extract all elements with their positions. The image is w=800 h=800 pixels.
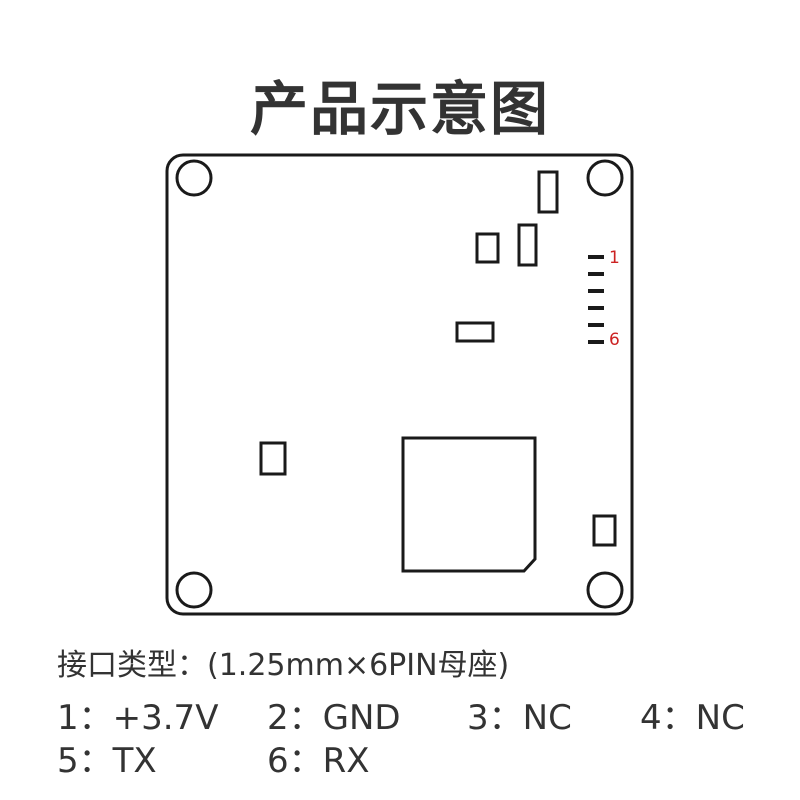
pin-label-4: 4：NC (640, 698, 745, 738)
mount-hole-top-right (586, 159, 624, 197)
pin-label-1: 1：+3.7V (57, 698, 219, 738)
header-pin-pad (588, 255, 604, 259)
pin-label-3: 3：NC (467, 698, 572, 738)
component-tall-top (537, 170, 559, 214)
header-pin-pad (588, 306, 604, 310)
header-pin-pad (588, 289, 604, 293)
header-pin-last-label: 6 (609, 330, 620, 350)
pin-label-2: 2：GND (267, 698, 401, 738)
pin-label-5: 5：TX (57, 741, 157, 781)
header-pin-pad (588, 323, 604, 327)
header-pin-first-label: 1 (609, 248, 620, 268)
component-bottom-right (592, 514, 617, 547)
header-pins (588, 255, 604, 344)
header-pin-pad (588, 340, 604, 344)
mount-hole-bottom-left (175, 571, 213, 609)
component-tall-mid (517, 223, 538, 267)
board-outline (165, 153, 634, 616)
mount-hole-bottom-right (586, 571, 624, 609)
header-pin-pad (588, 272, 604, 276)
pin-label-6: 6：RX (267, 741, 370, 781)
component-left (259, 441, 287, 476)
component-small-square (475, 232, 500, 264)
page-title: 产品示意图 (249, 75, 550, 143)
interface-type-label: 接口类型：(1.25mm×6PIN母座) (57, 648, 510, 683)
main-chip (401, 436, 537, 573)
component-flat (455, 321, 495, 343)
mount-hole-top-left (175, 159, 213, 197)
